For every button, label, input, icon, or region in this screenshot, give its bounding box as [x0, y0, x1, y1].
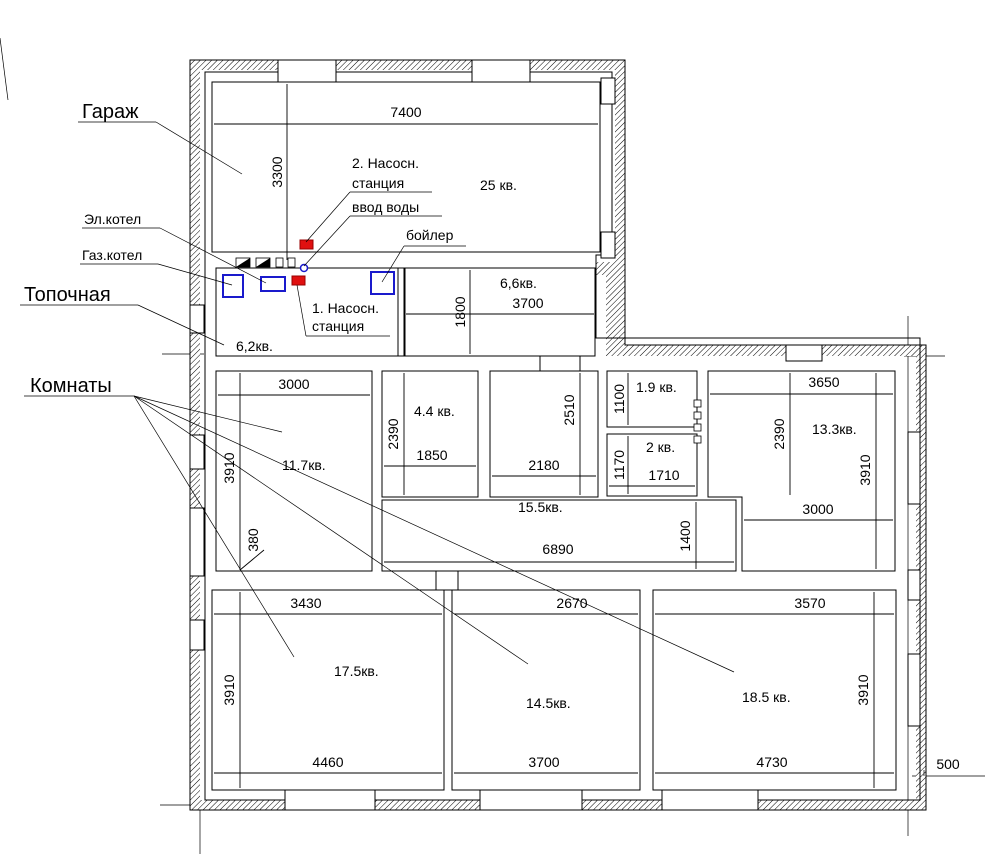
dim-bottom-left-width: 4460: [312, 754, 343, 770]
dim-right-lower-width: 3000: [802, 501, 833, 517]
dim-bottom-left-top: 3430: [290, 595, 321, 611]
pump-station-2-label-2: станция: [352, 175, 404, 191]
rooms: [211, 81, 897, 791]
rooms-label: Комнаты: [30, 375, 112, 397]
area-garage: 25 кв.: [480, 177, 517, 193]
dim-wc1-height: 1100: [611, 384, 627, 414]
garage-label: Гараж: [82, 101, 139, 123]
hall: [381, 499, 737, 572]
equipment: [222, 239, 702, 444]
area-labels: 25 кв. 6,2кв. 6,6кв. 4.4 кв. 1.9 кв. 2 к…: [236, 177, 857, 711]
area-room-4-4: 4.4 кв.: [414, 403, 455, 419]
dim-wall-380: 380: [245, 528, 261, 552]
area-boiler-room: 6,2кв.: [236, 338, 273, 354]
dim-hall-width: 6890: [542, 541, 573, 557]
dim-room-b-width: 1850: [416, 447, 447, 463]
dim-room-b-height: 2390: [385, 418, 401, 449]
pump-station-1-label-1: 1. Насосн.: [312, 300, 379, 316]
dim-corridor-height: 2510: [561, 394, 577, 425]
dim-bottom-left-height: 3910: [221, 674, 237, 705]
dim-hall-height: 1400: [677, 520, 693, 551]
dim-bottom-right-top: 3570: [794, 595, 825, 611]
dim-small-room-height: 1800: [452, 296, 468, 327]
area-room-13-3: 13.3кв.: [812, 421, 857, 437]
windows: [189, 59, 921, 811]
pump-station-2-label-1: 2. Насосн.: [352, 155, 419, 171]
dim-ext-500: 500: [936, 756, 960, 772]
area-room-11-7: 11.7кв.: [282, 457, 326, 473]
electric-boiler-marker: [260, 276, 286, 292]
labels: Гараж Эл.котел Газ.котел Топочная Комнат…: [24, 101, 454, 397]
water-heater-marker: [370, 271, 395, 295]
gas-boiler-label: Газ.котел: [82, 247, 142, 263]
dim-small-room-width: 3700: [512, 295, 543, 311]
boiler-room-label: Топочная: [24, 284, 111, 306]
dim-bottom-right-width: 4730: [756, 754, 787, 770]
dim-room-a-height: 3910: [221, 452, 237, 483]
electric-boiler-label: Эл.котел: [84, 211, 141, 227]
area-wc-1: 1.9 кв.: [636, 379, 677, 395]
area-hall: 15.5кв.: [518, 499, 563, 515]
pump-station-1-marker: [291, 275, 306, 286]
water-inlet-label: ввод воды: [352, 199, 419, 215]
pump-station-1-label-2: станция: [312, 318, 364, 334]
room-11-7: [215, 370, 373, 572]
dim-bottom-right-height: 3910: [855, 674, 871, 705]
corridor-room: [489, 370, 599, 498]
area-small-room: 6,6кв.: [500, 275, 537, 291]
area-room-17-5: 17.5кв.: [334, 663, 379, 679]
water-heater-label: бойлер: [406, 227, 454, 243]
garage-room: [211, 81, 601, 253]
room-18-5: [652, 589, 897, 791]
area-room-14-5: 14.5кв.: [526, 695, 571, 711]
room-13-3: [707, 370, 896, 572]
dim-garage-height: 3300: [269, 156, 285, 187]
room-14-5: [451, 589, 641, 791]
wc-1: [606, 370, 698, 428]
dim-wc2-width: 1710: [648, 467, 679, 483]
dim-room-a-width: 3000: [278, 376, 309, 392]
dim-wc2-height: 1170: [611, 450, 627, 480]
area-room-18-5: 18.5 кв.: [742, 689, 791, 705]
dim-right-room-height: 2390: [771, 418, 787, 449]
dim-bottom-mid-top: 2670: [556, 595, 587, 611]
leader-lines: [20, 121, 925, 776]
room-4-4: [381, 370, 479, 498]
dimension-texts: 7400 3300 3700 1800 3000 3910 380 2390 1…: [221, 104, 960, 772]
area-wc-2: 2 кв.: [646, 439, 675, 455]
room-17-5: [211, 589, 445, 791]
dim-right-room-full-height: 3910: [857, 454, 873, 485]
dim-bottom-mid-width: 3700: [528, 754, 559, 770]
dim-corridor-width: 2180: [528, 457, 559, 473]
dim-right-room-top-width: 3650: [808, 374, 839, 390]
dim-garage-width: 7400: [390, 104, 421, 120]
dimension-lines: [214, 84, 894, 788]
pump-station-2-marker: [299, 239, 314, 250]
gas-boiler-marker: [222, 274, 244, 298]
small-room: [404, 267, 596, 357]
